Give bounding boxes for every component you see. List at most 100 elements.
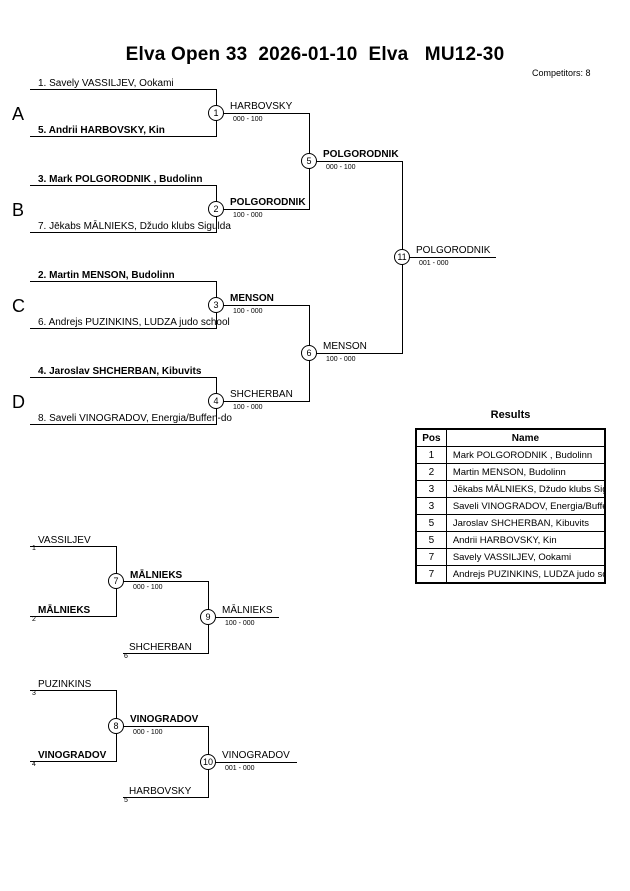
match-number-8: 8	[108, 718, 124, 734]
result-name: Andrii HARBOVSKY, Kin	[445, 531, 606, 549]
match-10-winner: VINOGRADOV	[222, 750, 290, 761]
result-name: Andrejs PUZINKINS, LUDZA judo school	[445, 565, 606, 584]
match-4-winner: SHCHERBAN	[230, 389, 293, 400]
match-number-11: 11	[394, 249, 410, 265]
bracket-line	[209, 762, 297, 763]
rep2-top-name: PUZINKINS	[38, 679, 92, 690]
rep1-third-name: SHCHERBAN	[129, 642, 192, 653]
match-number-7: 7	[108, 573, 124, 589]
pool-label-d: D	[12, 392, 25, 412]
rep2-top-seed: 3	[32, 690, 36, 697]
result-pos: 7	[415, 565, 447, 584]
rep1-top-name: VASSILJEV	[38, 535, 91, 546]
bracket-line	[30, 424, 217, 425]
result-name: Jēkabs MĀLNIEKS, Džudo klubs Sigulda	[445, 480, 606, 498]
match-number-1: 1	[208, 105, 224, 121]
match-6-winner: MENSON	[323, 341, 367, 352]
match-9-winner: MĀLNIEKS	[222, 605, 273, 616]
entry-7: 7. Jēkabs MĀLNIEKS, Džudo klubs Sigulda	[38, 221, 231, 232]
entry-1: 1. Savely VASSILJEV, Ookami	[38, 78, 174, 89]
results-col-name: Name	[445, 428, 606, 447]
bracket-line	[310, 161, 403, 162]
result-pos: 7	[415, 548, 447, 566]
match-number-3: 3	[208, 297, 224, 313]
final-winner: POLGORODNIK	[416, 245, 491, 256]
match-3-score: 100 - 000	[233, 308, 263, 315]
bracket-line	[30, 761, 116, 762]
match-number-6: 6	[301, 345, 317, 361]
rep1-bottom-name: MĀLNIEKS	[38, 605, 91, 616]
match-2-score: 100 - 000	[233, 212, 263, 219]
results-col-pos: Pos	[415, 428, 447, 447]
match-number-5: 5	[301, 153, 317, 169]
result-pos: 5	[415, 531, 447, 549]
match-number-2: 2	[208, 201, 224, 217]
bracket-line	[30, 185, 217, 186]
bracket-line	[123, 797, 209, 798]
result-name: Martin MENSON, Budolinn	[445, 463, 606, 481]
match-number-4: 4	[208, 393, 224, 409]
result-name: Saveli VINOGRADOV, Energia/Buffen-do	[445, 497, 606, 515]
entry-8: 8. Saveli VINOGRADOV, Energia/Buffen-do	[38, 413, 232, 424]
result-name: Mark POLGORODNIK , Budolinn	[445, 446, 606, 464]
rep1-bottom-seed: 2	[32, 616, 36, 623]
bracket-line	[217, 113, 310, 114]
result-pos: 3	[415, 497, 447, 515]
result-pos: 2	[415, 463, 447, 481]
entry-6: 6. Andrejs PUZINKINS, LUDZA judo school	[38, 317, 230, 328]
result-name: Savely VASSILJEV, Ookami	[445, 548, 606, 566]
bracket-line	[30, 690, 116, 691]
entry-3: 3. Mark POLGORODNIK , Budolinn	[38, 174, 203, 185]
results-title: Results	[490, 409, 531, 421]
result-pos: 3	[415, 480, 447, 498]
match-3-winner: MENSON	[230, 293, 274, 304]
competitors-count: Competitors: 8	[532, 68, 591, 78]
entry-4: 4. Jaroslav SHCHERBAN, Kibuvits	[38, 366, 202, 377]
rep2-bottom-seed: 4	[32, 761, 36, 768]
bracket-line	[30, 89, 217, 90]
match-5-winner: POLGORODNIK	[323, 149, 399, 160]
match-10-score: 001 - 000	[225, 765, 255, 772]
match-7-winner: MĀLNIEKS	[130, 570, 183, 581]
bracket-line	[209, 617, 279, 618]
match-8-score: 000 - 100	[133, 729, 163, 736]
entry-2: 2. Martin MENSON, Budolinn	[38, 270, 175, 281]
pool-label-c: C	[12, 296, 25, 316]
match-6-score: 100 - 000	[326, 356, 356, 363]
match-4-score: 100 - 000	[233, 404, 263, 411]
bracket-line	[30, 546, 116, 547]
bracket-line	[30, 136, 217, 137]
bracket-line	[30, 328, 217, 329]
final-score: 001 - 000	[419, 260, 449, 267]
bracket-line	[30, 232, 217, 233]
match-5-score: 000 - 100	[326, 164, 356, 171]
bracket-line	[310, 353, 403, 354]
match-number-10: 10	[200, 754, 216, 770]
bracket-line	[123, 653, 209, 654]
bracket-line	[217, 401, 310, 402]
bracket-line	[30, 281, 217, 282]
match-2-winner: POLGORODNIK	[230, 197, 306, 208]
bracket-line	[30, 377, 217, 378]
match-1-winner: HARBOVSKY	[230, 101, 293, 112]
bracket-line	[117, 726, 209, 727]
bracket-line	[30, 616, 116, 617]
match-8-winner: VINOGRADOV	[130, 714, 199, 725]
pool-label-b: B	[12, 200, 25, 220]
rep2-third-name: HARBOVSKY	[129, 786, 192, 797]
match-9-score: 100 - 000	[225, 620, 255, 627]
result-pos: 1	[415, 446, 447, 464]
result-pos: 5	[415, 514, 447, 532]
bracket-line	[217, 209, 310, 210]
page-title: Elva Open 33 2026-01-10 Elva MU12-30	[125, 44, 505, 65]
rep1-top-seed: 1	[32, 545, 36, 552]
match-7-score: 000 - 100	[133, 584, 163, 591]
